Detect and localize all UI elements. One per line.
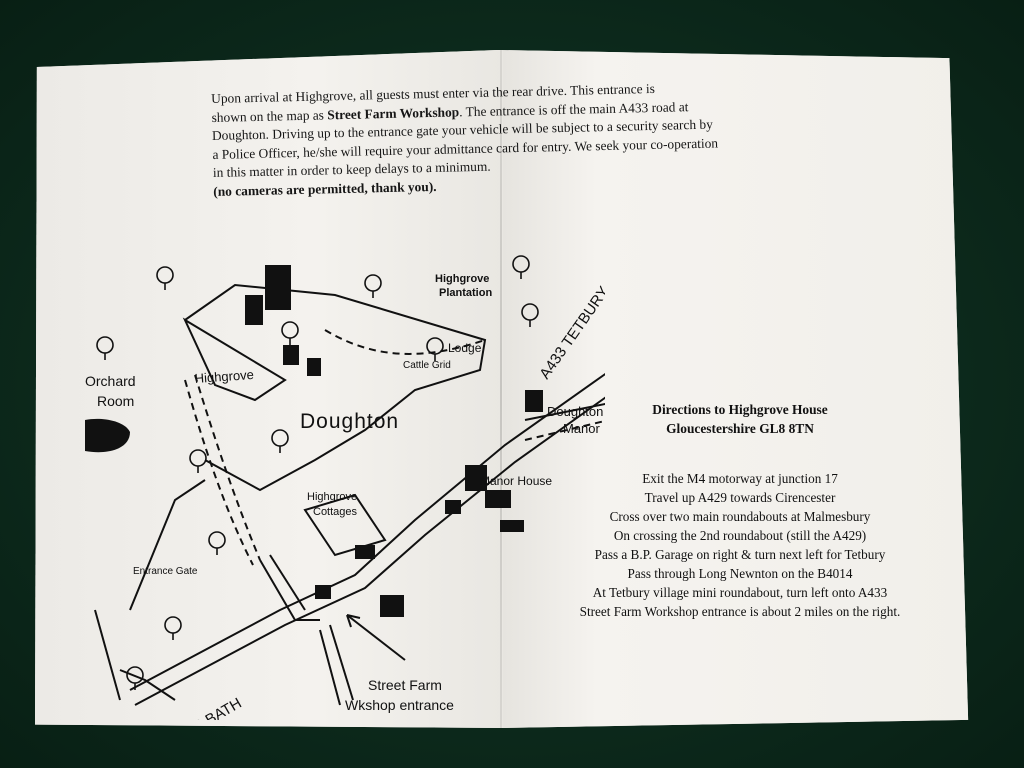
highgrove-building-2 — [245, 295, 263, 325]
village-building-1 — [465, 465, 487, 491]
entrance-gate-label: Entrance Gate — [133, 566, 198, 577]
highgrove-house-outline — [182, 317, 287, 402]
lodge-label: Lodge — [448, 341, 482, 355]
a433-road-edge-1 — [129, 359, 605, 691]
tree-icon — [96, 336, 114, 354]
plantation-label-2: Plantation — [439, 287, 492, 299]
a433-road-edge-2 — [134, 379, 605, 706]
north-drive-dashed — [324, 329, 486, 355]
cottages-label-1: Highgrove — [307, 491, 357, 503]
folded-invitation-card: Upon arrival at Highgrove, all guests mu… — [35, 50, 969, 728]
highgrove-building-4 — [307, 358, 321, 376]
tree-icon — [208, 531, 226, 549]
room-label: Room — [97, 393, 134, 409]
intro-line-2-end: . The entrance is off the main A433 road… — [458, 98, 689, 119]
street-farm-arrow — [346, 614, 406, 661]
manor-building — [525, 390, 543, 412]
far-left-fence — [94, 609, 121, 701]
intro-line-2-start: shown on the map as — [211, 106, 328, 125]
tree-icon — [271, 429, 289, 447]
directions-postcode: Gloucestershire GL8 8TN — [666, 421, 814, 436]
manor-house-label: Manor House — [480, 474, 552, 488]
orchard-label: Orchard — [85, 373, 136, 389]
plantation-label-1: Highgrove — [435, 273, 489, 285]
doughton-manor-label-1: Doughton — [547, 404, 603, 419]
main-drive-dashed — [194, 374, 261, 561]
manor-lane — [524, 399, 605, 421]
arrival-instructions: Upon arrival at Highgrove, all guests mu… — [211, 77, 783, 201]
highgrove-building-3 — [283, 345, 299, 365]
doughton-manor-label-2: Manor — [563, 421, 601, 436]
field-boundary-left — [129, 479, 206, 611]
direction-step: Street Farm Workshop entrance is about 2… — [579, 604, 901, 619]
field-boundary-bottom — [119, 669, 176, 701]
road-down-2 — [329, 624, 354, 701]
direction-step: Pass a B.P. Garage on right & turn next … — [594, 547, 886, 562]
direction-step: Exit the M4 motorway at junction 17 — [642, 471, 838, 486]
tree-icon — [364, 274, 382, 292]
road-down-1 — [319, 629, 341, 706]
tree-symbols — [96, 255, 539, 690]
village-building-6 — [380, 595, 404, 617]
manor-lane-2 — [524, 414, 605, 441]
tree-icon — [164, 616, 182, 634]
a433-tetbury-label: A433 TETBURY — [536, 284, 605, 383]
tree-icon — [521, 303, 539, 321]
card-fold-crease — [500, 50, 502, 728]
village-building-7 — [315, 585, 331, 599]
direction-step: Travel up A429 towards Cirencester — [644, 490, 836, 505]
main-drive-dashed-2 — [184, 379, 254, 566]
direction-step: Cross over two main roundabouts at Malme… — [609, 509, 871, 524]
estate-drive-2 — [269, 554, 306, 611]
village-building-5 — [355, 545, 375, 559]
doughton-label: Doughton — [300, 410, 399, 433]
estate-drive — [259, 559, 320, 621]
tree-icon — [156, 266, 174, 284]
village-building-3 — [445, 500, 461, 514]
street-farm-arrowhead — [346, 614, 361, 628]
cottages-outline — [303, 493, 387, 557]
tree-icon — [189, 449, 207, 467]
parkland-boundary — [184, 283, 487, 492]
highgrove-area-map: Orchard Room Highgrove Highgrove Plantat… — [85, 255, 605, 720]
direction-step: Pass through Long Newnton on the B4014 — [627, 566, 853, 581]
orchard-room-building — [85, 418, 130, 453]
direction-step: At Tetbury village mini roundabout, turn… — [592, 585, 888, 600]
directions-steps: Exit the M4 motorway at junction 17 Trav… — [540, 469, 940, 621]
card-right-panel — [502, 50, 969, 728]
street-farm-workshop-bold: Street Farm Workshop — [327, 103, 460, 122]
street-farm-label-2: Wkshop entrance — [345, 697, 454, 713]
cottages-label-2: Cottages — [313, 506, 358, 518]
a433-bath-label: A433 BATH — [169, 695, 245, 720]
tree-icon — [281, 321, 299, 339]
building-blocks — [85, 265, 543, 617]
street-farm-label-1: Street Farm — [368, 677, 442, 693]
village-building-4 — [500, 520, 524, 532]
village-building-2 — [485, 490, 511, 508]
directions-title: Directions to Highgrove House — [652, 402, 828, 417]
tree-icon — [512, 255, 530, 273]
highgrove-label: Highgrove — [194, 367, 254, 386]
directions-panel: Directions to Highgrove House Gloucester… — [540, 400, 940, 621]
highgrove-building-1 — [265, 265, 291, 310]
direction-step: On crossing the 2nd roundabout (still th… — [613, 528, 867, 543]
cattle-grid-label: Cattle Grid — [403, 360, 451, 371]
